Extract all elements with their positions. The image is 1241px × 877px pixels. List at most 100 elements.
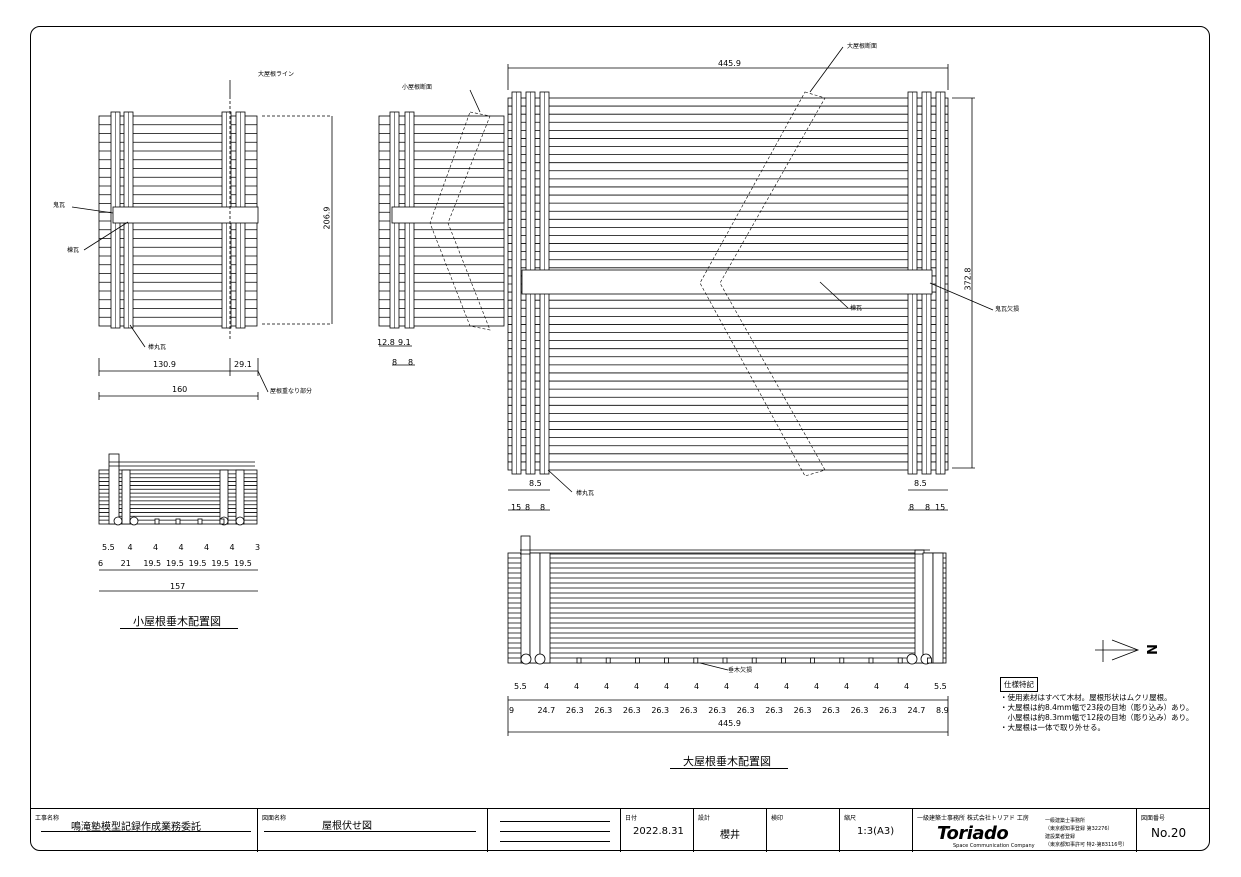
dim-large-elev-bottom-value: 8.9 bbox=[936, 706, 949, 715]
tb-reg-2: （東京都知事登録 第32276） bbox=[1045, 826, 1113, 832]
label-mune-gawara: 棟瓦 bbox=[67, 247, 80, 254]
leader-oni bbox=[71, 206, 114, 214]
round-tile-end bbox=[235, 516, 245, 526]
small-roof-title-underline bbox=[120, 628, 238, 629]
taruki-end bbox=[751, 657, 757, 664]
leader bbox=[929, 282, 994, 311]
taruki-end bbox=[897, 657, 903, 664]
dim-large-elev-top-value: 4 bbox=[634, 682, 640, 691]
tb-check: 検印 bbox=[767, 809, 840, 852]
dim-small-elev-bottom-value: 21 bbox=[120, 559, 131, 568]
tb-date: 日付 2022.8.31 bbox=[621, 809, 694, 852]
taruki-end bbox=[576, 657, 582, 664]
dim-large-elev-bottom-value: 26.3 bbox=[622, 706, 641, 715]
label-oni-gawara-missing: 鬼瓦欠損 bbox=[995, 306, 1020, 313]
spec-heading: 仕様特記 bbox=[1000, 677, 1038, 692]
tb-drawing-value: 屋根伏せ図 bbox=[322, 821, 372, 832]
dim-small-elev-top-value: 4 bbox=[229, 543, 235, 552]
leader bbox=[819, 281, 849, 309]
round-tile-stack bbox=[121, 469, 131, 525]
leader-mune bbox=[83, 221, 129, 251]
dim-small-elev-top-value: 4 bbox=[204, 543, 210, 552]
dim-large-elev-top-value: 4 bbox=[754, 682, 760, 691]
round-tile-end bbox=[520, 653, 532, 665]
tb-rule bbox=[500, 821, 610, 822]
round-tile-stack bbox=[219, 469, 229, 525]
dim-large-height: 372.8 bbox=[963, 267, 973, 291]
dim-mid-a: 12.8 bbox=[377, 338, 395, 347]
large-roof-title: 大屋根垂木配置図 bbox=[683, 755, 771, 768]
spec-notes: ・使用素材はすべて木材。屋根形状はムクリ屋根。 ・大屋根は約8.4mm幅で23段… bbox=[1000, 693, 1193, 733]
tb-project: 工事名称 鳴滝塾模型記録作成業務委託 bbox=[31, 809, 258, 852]
dim-small-elev-bottom-value: 19.5 bbox=[143, 559, 162, 568]
taruki-end bbox=[635, 657, 640, 664]
tb-date-label: 日付 bbox=[625, 815, 638, 822]
dim-large-right-top: 8.5 bbox=[914, 479, 927, 488]
dim-large-elev-bottom-value: 26.3 bbox=[679, 706, 698, 715]
taruki-end bbox=[781, 657, 786, 664]
leader bbox=[809, 46, 844, 93]
tb-number: 図面番号 No.20 bbox=[1137, 809, 1209, 852]
taruki-end bbox=[664, 657, 669, 664]
small-roof-title: 小屋根垂木配置図 bbox=[133, 615, 221, 628]
tb-rule bbox=[41, 831, 251, 832]
dim-large-elev-total: 445.9 bbox=[718, 719, 741, 728]
dim-mid-b: 9.1 bbox=[398, 338, 411, 347]
taruki-end bbox=[868, 657, 874, 664]
tb-scale-label: 縮尺 bbox=[844, 815, 857, 822]
dim-large-elev-top-value: 4 bbox=[604, 682, 610, 691]
dim-small-total: 160 bbox=[172, 385, 188, 394]
spec-line: ・大屋根は約8.4mm幅で23段の目地（彫り込み）あり。 bbox=[1000, 703, 1194, 712]
dim-large-elev-bottom-value: 26.3 bbox=[651, 706, 670, 715]
tb-drawing: 図面名称 屋根伏せ図 bbox=[258, 809, 488, 852]
taruki-end bbox=[175, 518, 181, 525]
taruki-end bbox=[693, 657, 699, 664]
north-arrow-icon bbox=[1095, 639, 1140, 662]
round-tile-stack bbox=[922, 552, 934, 664]
dim-large-elev-bottom-value: 26.3 bbox=[822, 706, 840, 715]
dim-large-elev-top-value: 4 bbox=[544, 682, 550, 691]
tb-reg-4: （東京都知事許可 特2-第83116号） bbox=[1045, 842, 1128, 848]
dim-large-left-b0: 15 bbox=[511, 503, 522, 512]
spec-line: ・使用素材はすべて木材。屋根形状はムクリ屋根。 bbox=[1000, 693, 1172, 702]
dim-large-elev-top-value: 4 bbox=[724, 682, 730, 691]
spec-line: ・大屋根は一体で取り外せる。 bbox=[1000, 723, 1105, 732]
tb-project-value: 鳴滝塾模型記録作成業務委託 bbox=[71, 822, 201, 833]
leader-bomaru bbox=[129, 324, 146, 348]
dim-large-elev-bottom-value: 26.3 bbox=[565, 706, 584, 715]
dim-small-height: 206.9 bbox=[322, 206, 332, 230]
taruki-end bbox=[154, 518, 160, 525]
taruki-end bbox=[722, 657, 728, 664]
label-roof-overlap: 屋根重なり部分 bbox=[270, 388, 313, 395]
dim-large-elev-bottom-value: 26.3 bbox=[793, 706, 812, 715]
round-tile-stack bbox=[932, 552, 944, 664]
taruki-end bbox=[219, 518, 225, 525]
tb-rule bbox=[500, 831, 610, 832]
toriado-logo-sub: Space Communication Company bbox=[953, 843, 1035, 849]
tb-reg-3: 建設業者登録 bbox=[1045, 834, 1076, 840]
tb-reg-1: 一級建築士事務所 bbox=[1045, 818, 1086, 824]
dim-large-elev-bottom-value: 24.7 bbox=[907, 706, 926, 715]
title-block: 工事名称 鳴滝塾模型記録作成業務委託 図面名称 屋根伏せ図 日付 2022.8.… bbox=[31, 808, 1209, 852]
tb-blank bbox=[488, 809, 621, 852]
dim-large-right-b0: 8 bbox=[909, 503, 915, 512]
dim-large-elev-bottom-value: 26.3 bbox=[850, 706, 869, 715]
label-large-roof-line: 大屋根ライン bbox=[258, 71, 295, 78]
mune-gawara-small bbox=[112, 206, 259, 224]
round-tile-end bbox=[906, 653, 918, 665]
tb-drawing-label: 図面名称 bbox=[262, 815, 287, 822]
dim-small-elev-top-value: 5.5 bbox=[102, 543, 115, 552]
dim-small-elev-top-value: 4 bbox=[153, 543, 159, 552]
label-bomaru-gawara-small: 棒丸瓦 bbox=[148, 344, 167, 351]
dim-small-elev-top-value: 4 bbox=[178, 543, 184, 552]
tb-project-label: 工事名称 bbox=[35, 815, 60, 822]
dim-large-elev-bottom-value: 24.7 bbox=[537, 706, 556, 715]
dim-large-elev-top-value: 4 bbox=[904, 682, 910, 691]
round-tile-stack bbox=[235, 469, 245, 525]
tb-rule bbox=[264, 831, 476, 832]
taruki-end bbox=[197, 518, 203, 525]
dim-large-elev-top-value: 4 bbox=[814, 682, 820, 691]
dim-small-width-a: 130.9 bbox=[153, 360, 176, 369]
dim-large-left-b1: 8 bbox=[525, 503, 531, 512]
